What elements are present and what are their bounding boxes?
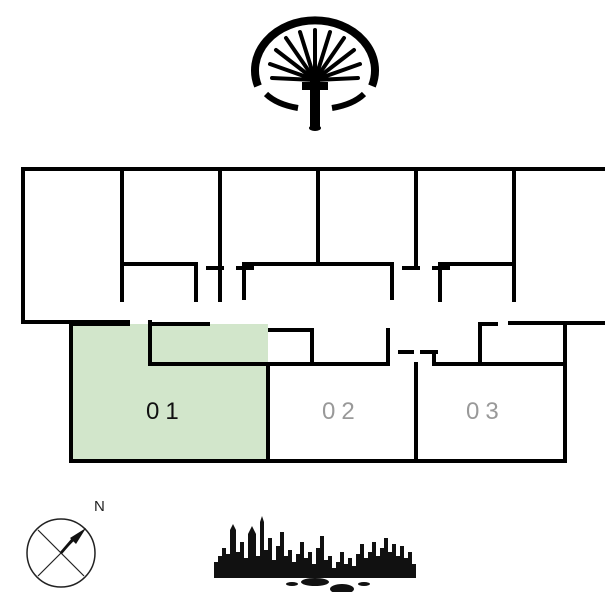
- compass-icon: [26, 518, 96, 588]
- unit-label-02: 02: [322, 398, 361, 425]
- palm-island-logo-icon: [251, 16, 379, 131]
- city-skyline-icon: [214, 516, 416, 592]
- unit-01-highlight: [71, 324, 268, 461]
- unit-label-01: 01: [146, 398, 185, 425]
- north-label: N: [94, 498, 105, 515]
- unit-label-03: 03: [466, 398, 505, 425]
